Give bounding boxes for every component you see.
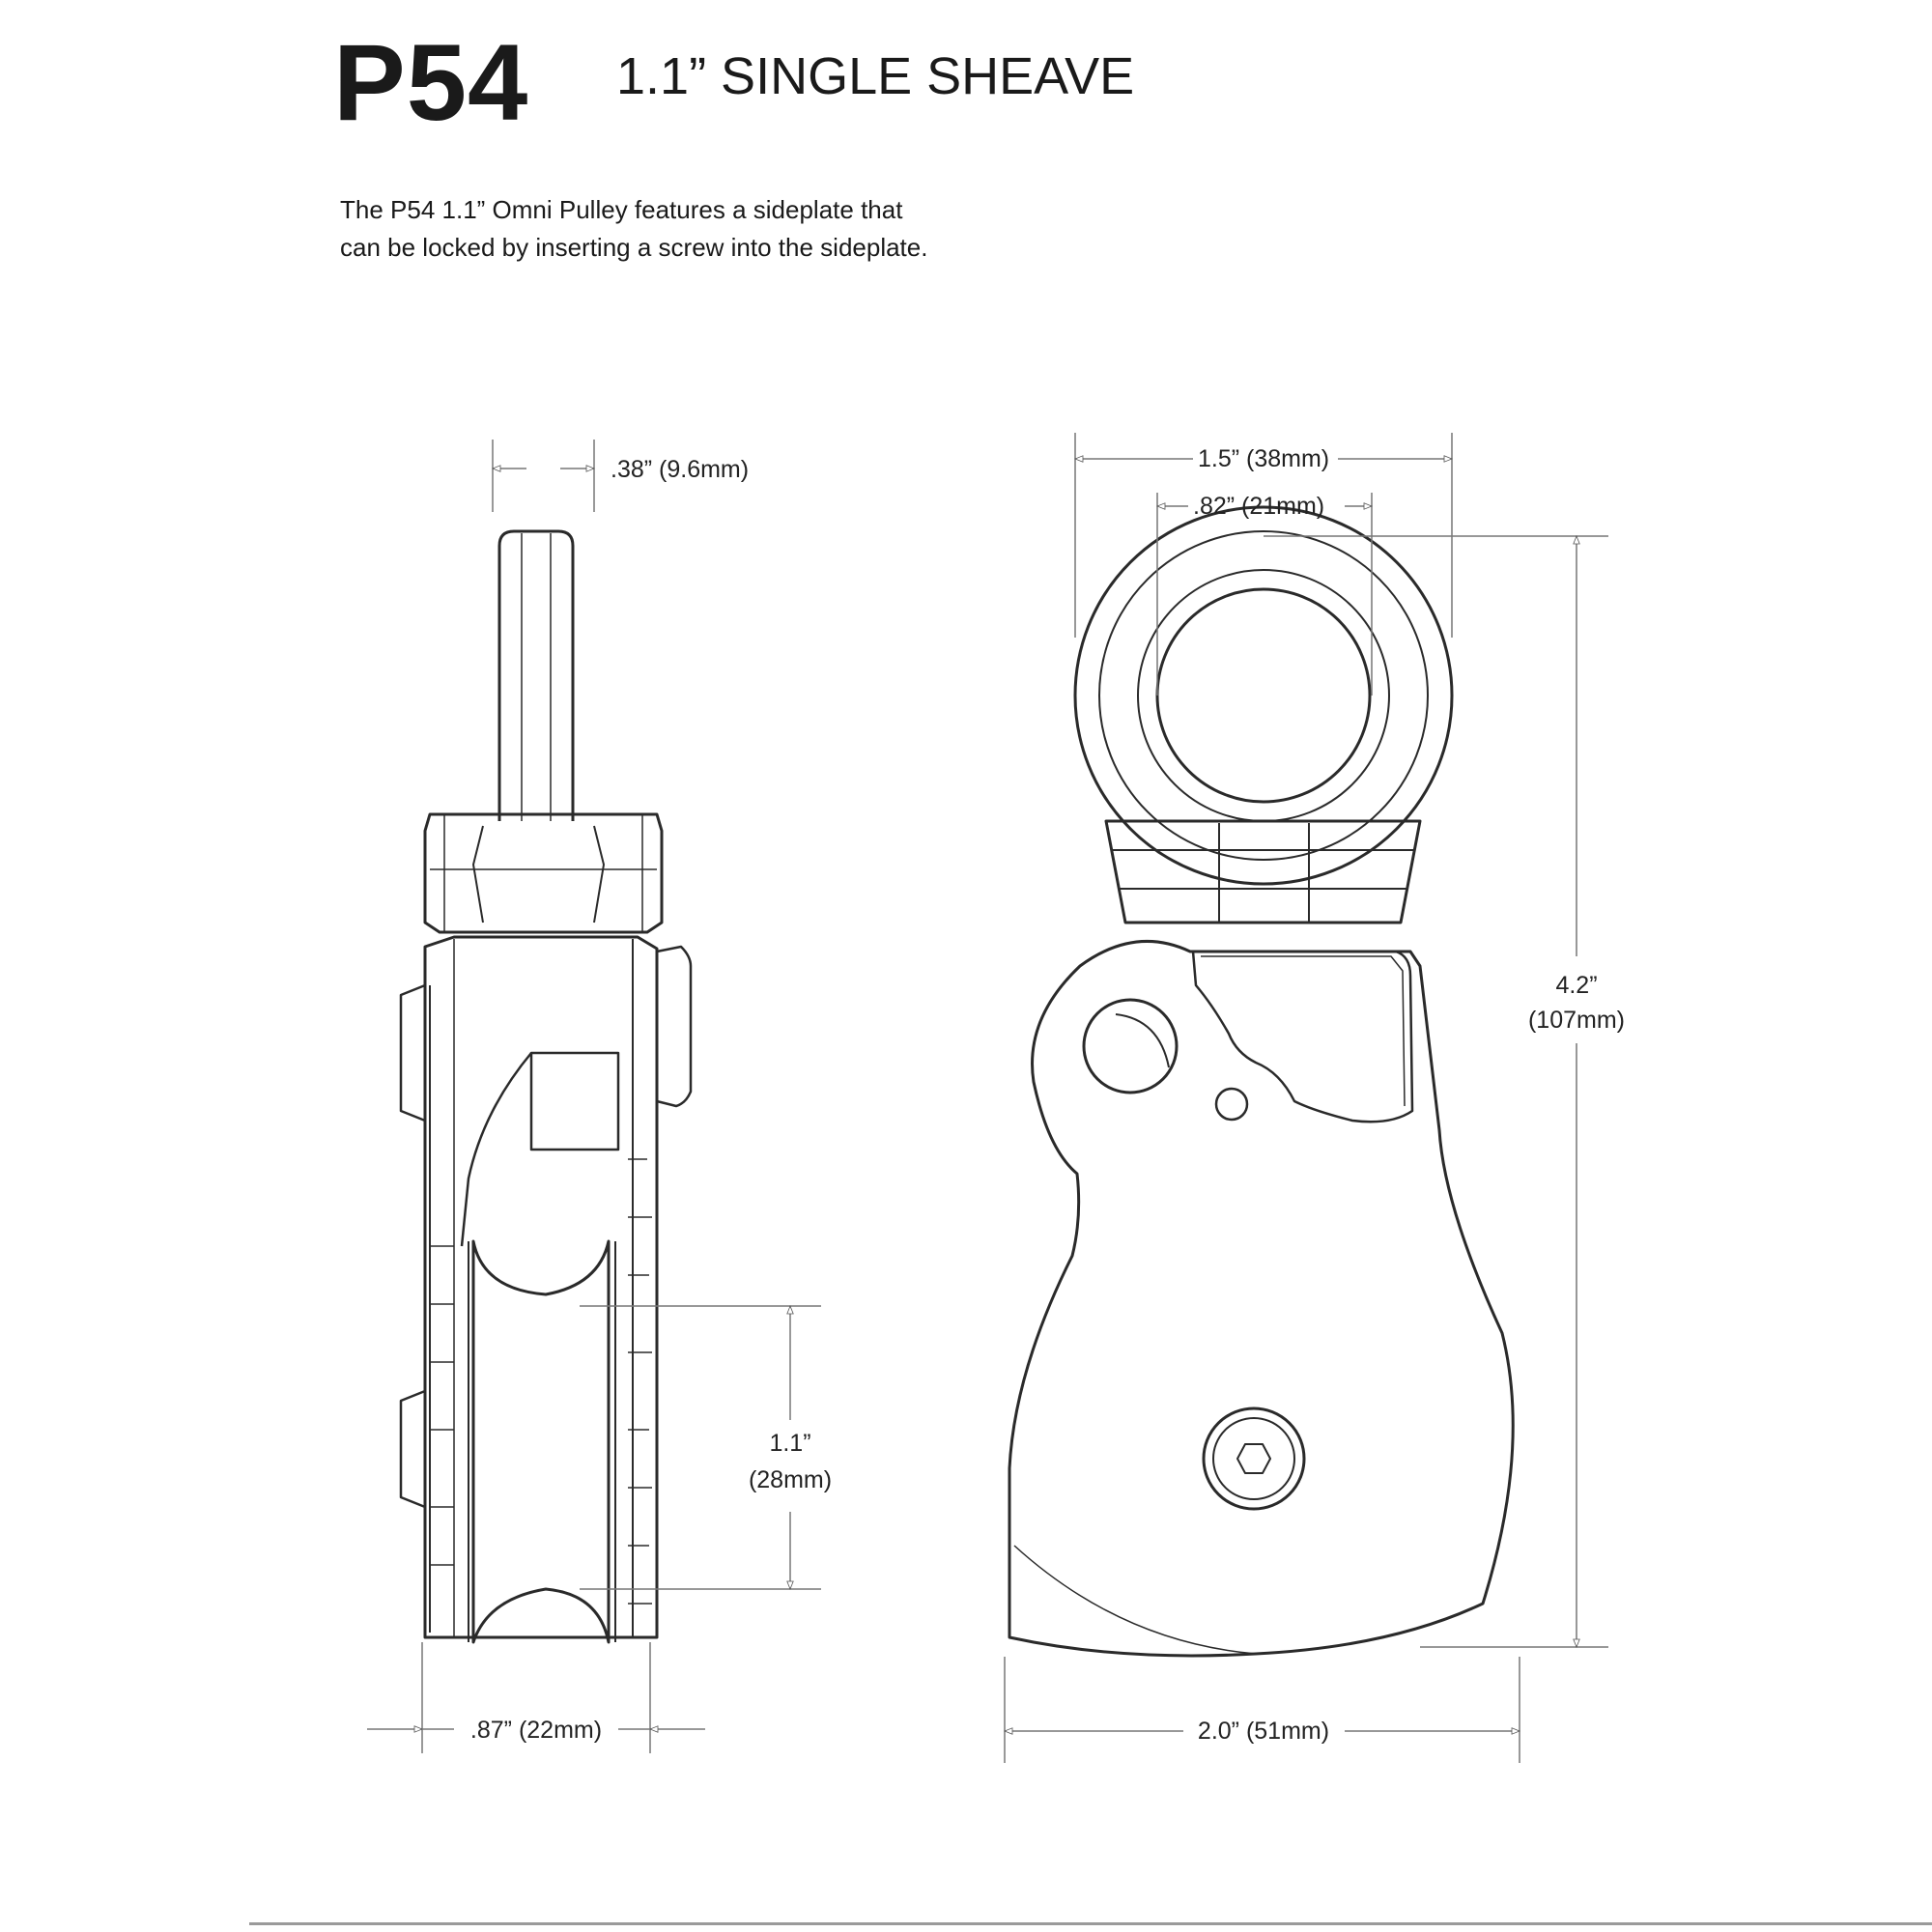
side-screw-head [655, 945, 693, 1108]
dim-overall-height-mm: (107mm) [1528, 1007, 1625, 1034]
sheave [471, 1239, 611, 1644]
side-plate-window [1191, 950, 1414, 1123]
swivel-base [1104, 819, 1422, 924]
dim-swivel-shaft-width: .38” (9.6mm) [611, 456, 749, 483]
dim-overall-height-inches: 4.2” [1555, 972, 1597, 999]
swivel-eye-inner [1155, 587, 1372, 804]
dim-sheave-diameter-inches: 1.1” [769, 1430, 810, 1457]
dimension-labels: .38” (9.6mm) 1.5” (38mm) .82” (21mm) 4.2… [470, 445, 1625, 1745]
dim-side-thickness: .87” (22mm) [470, 1717, 602, 1744]
side-plate [423, 935, 659, 1639]
lock-screw-hole [1214, 1087, 1249, 1122]
dim-overall-width-bottom: 2.0” (51mm) [1198, 1718, 1329, 1745]
upper-axle-cap [399, 983, 427, 1122]
lower-axle-cap [399, 1389, 427, 1509]
swivel-eye-ring [1098, 530, 1429, 861]
swivel-eye-outer [1073, 505, 1454, 886]
swivel-nut [423, 812, 664, 934]
description-line-1: The P54 1.1” Omni Pulley features a side… [340, 195, 903, 224]
front-view-drawing [1008, 505, 1515, 1658]
axle-screw [1202, 1406, 1306, 1511]
dimension-lines [367, 433, 1608, 1763]
footer-divider [249, 1922, 1932, 1925]
dim-eye-inner-width: .82” (21mm) [1193, 493, 1324, 520]
dim-sheave-diameter-mm: (28mm) [749, 1466, 832, 1493]
product-description: The P54 1.1” Omni Pulley features a side… [340, 191, 927, 267]
product-title: 1.1” SINGLE SHEAVE [616, 47, 1135, 105]
side-view-drawing [399, 529, 693, 1644]
hex-socket-icon [1236, 1443, 1271, 1474]
swivel-shaft [497, 529, 575, 821]
description-line-2: can be locked by inserting a screw into … [340, 233, 928, 262]
mounting-hole [1082, 998, 1179, 1094]
pulley-body [1008, 939, 1515, 1658]
model-number: P54 [333, 22, 529, 143]
dim-overall-width-top: 1.5” (38mm) [1198, 445, 1329, 472]
